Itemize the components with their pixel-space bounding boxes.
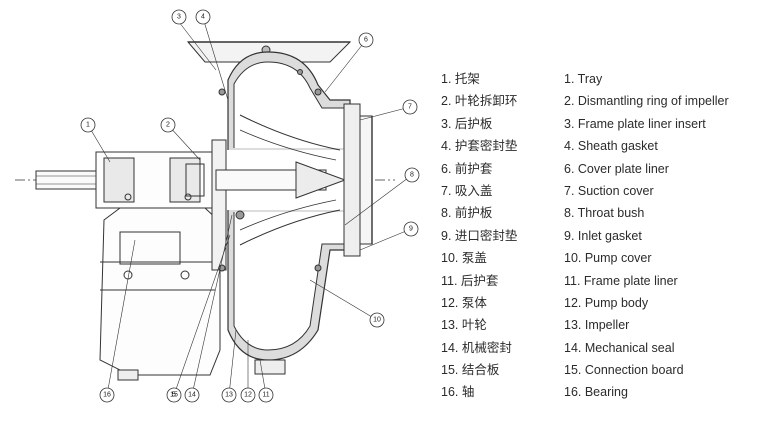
callout-10 bbox=[369, 312, 385, 328]
callout-9 bbox=[403, 221, 419, 237]
legend-en-item: 1. Tray bbox=[564, 72, 603, 86]
legend-cn-item: 12. 泵体 bbox=[441, 295, 487, 310]
legend-cn-item: 15. 结合板 bbox=[441, 363, 500, 378]
callout-label-6: 6 bbox=[364, 37, 368, 44]
legend-en-item: 8. Throat bush bbox=[564, 206, 645, 221]
callout-label-15: 15 bbox=[170, 392, 178, 399]
legend-en-item: 15. Connection board bbox=[564, 363, 684, 378]
legend-en-item: 11. Frame plate liner bbox=[564, 273, 678, 288]
callout-1 bbox=[80, 117, 96, 133]
callout-label-5: 5 bbox=[172, 392, 176, 399]
legend-cn-item: 7. 吸入盖 bbox=[441, 183, 493, 198]
legend-en-item: 3. Frame plate liner insert bbox=[564, 116, 706, 131]
callout-16 bbox=[99, 387, 115, 403]
callout-label-2: 2 bbox=[166, 122, 170, 129]
legend-cn-item: 1. 托架 bbox=[441, 72, 480, 86]
callout-13 bbox=[221, 387, 237, 403]
callout-label-4: 4 bbox=[201, 14, 205, 21]
legend-en-item: 7. Suction cover bbox=[564, 183, 654, 198]
legend-en-item: 10. Pump cover bbox=[564, 251, 652, 266]
callout-label-10: 10 bbox=[373, 317, 381, 324]
callout-5 bbox=[166, 387, 182, 403]
legend-cn-item: 8. 前护板 bbox=[441, 206, 493, 221]
legend-en-item: 13. Impeller bbox=[564, 318, 630, 333]
callout-label-13: 13 bbox=[225, 392, 233, 399]
legend-cn-item: 9. 进口密封垫 bbox=[441, 228, 518, 243]
legend-en-item: 2. Dismantling ring of impeller bbox=[564, 94, 729, 109]
legend-en-item: 6. Cover plate liner bbox=[564, 161, 669, 176]
callout-7 bbox=[402, 99, 418, 115]
callout-label-16: 16 bbox=[103, 392, 111, 399]
legend-en-item: 4. Sheath gasket bbox=[564, 139, 658, 154]
legend-cn-item: 3. 后护板 bbox=[441, 116, 493, 131]
callout-4 bbox=[195, 9, 211, 25]
legend-cn-item: 16. 轴 bbox=[441, 385, 475, 400]
legend-chinese: 1. 托架 2. 叶轮拆卸环 3. 后护板 4. 护套密封垫 6. 前护套 7.… bbox=[441, 68, 517, 404]
legend-english: 1. Tray 2. Dismantling ring of impeller … bbox=[564, 68, 729, 404]
callout-6 bbox=[358, 32, 374, 48]
callout-label-9: 9 bbox=[409, 226, 413, 233]
callout-label-1: 1 bbox=[86, 122, 90, 129]
callout-label-8: 8 bbox=[410, 172, 414, 179]
callout-label-14: 14 bbox=[188, 392, 196, 399]
legend-en-item: 12. Pump body bbox=[564, 295, 649, 310]
callout-label-12: 12 bbox=[244, 392, 252, 399]
callout-11 bbox=[258, 387, 274, 403]
legend-cn-item: 14. 机械密封 bbox=[441, 340, 512, 355]
callout-2 bbox=[160, 117, 176, 133]
legend-cn-item: 10. 泵盖 bbox=[441, 251, 487, 266]
legend-cn-item: 2. 叶轮拆卸环 bbox=[441, 94, 518, 109]
callout-14 bbox=[184, 387, 200, 403]
callout-3 bbox=[171, 9, 187, 25]
legend-en-item: 16. Bearing bbox=[564, 385, 628, 400]
legend-cn-item: 13. 叶轮 bbox=[441, 318, 487, 333]
pump-cross-section-drawing: 1 2 3 4 5 6 7 8 9 10 11 12 13 14 15 16 bbox=[15, 9, 420, 403]
legend-cn-item: 11. 后护套 bbox=[441, 273, 499, 288]
legend-cn-item: 6. 前护套 bbox=[441, 161, 493, 176]
callout-label-3: 3 bbox=[177, 14, 181, 21]
legend-cn-item: 4. 护套密封垫 bbox=[441, 139, 518, 154]
callout-8 bbox=[404, 167, 420, 183]
callout-label-11: 11 bbox=[262, 392, 269, 399]
legend-en-item: 9. Inlet gasket bbox=[564, 228, 642, 243]
callout-12 bbox=[240, 387, 256, 403]
legend-en-item: 14. Mechanical seal bbox=[564, 340, 675, 355]
callout-label-7: 7 bbox=[408, 104, 412, 111]
